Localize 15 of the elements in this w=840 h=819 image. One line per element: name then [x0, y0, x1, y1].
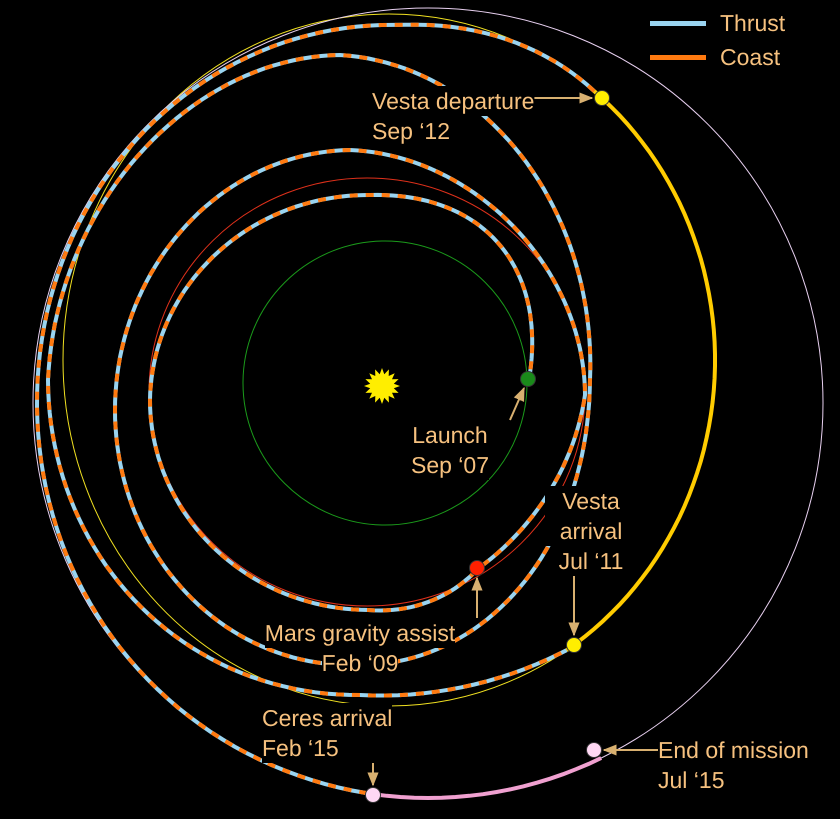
position-marker	[586, 742, 602, 758]
leader-arrow	[509, 386, 525, 420]
leader-arrow	[471, 576, 483, 618]
position-marker	[469, 560, 485, 576]
leader-arrow	[602, 744, 658, 756]
event-label: Vesta departure	[372, 86, 534, 116]
legend-label: Thrust	[720, 10, 786, 37]
position-marker	[365, 787, 381, 803]
position-marker	[566, 637, 582, 653]
leader-arrow	[534, 92, 594, 104]
leader-arrow	[568, 576, 580, 636]
position-marker	[594, 90, 610, 106]
legend-label: Coast	[720, 44, 780, 71]
leader-arrow	[367, 763, 379, 786]
position-marker	[520, 371, 536, 387]
